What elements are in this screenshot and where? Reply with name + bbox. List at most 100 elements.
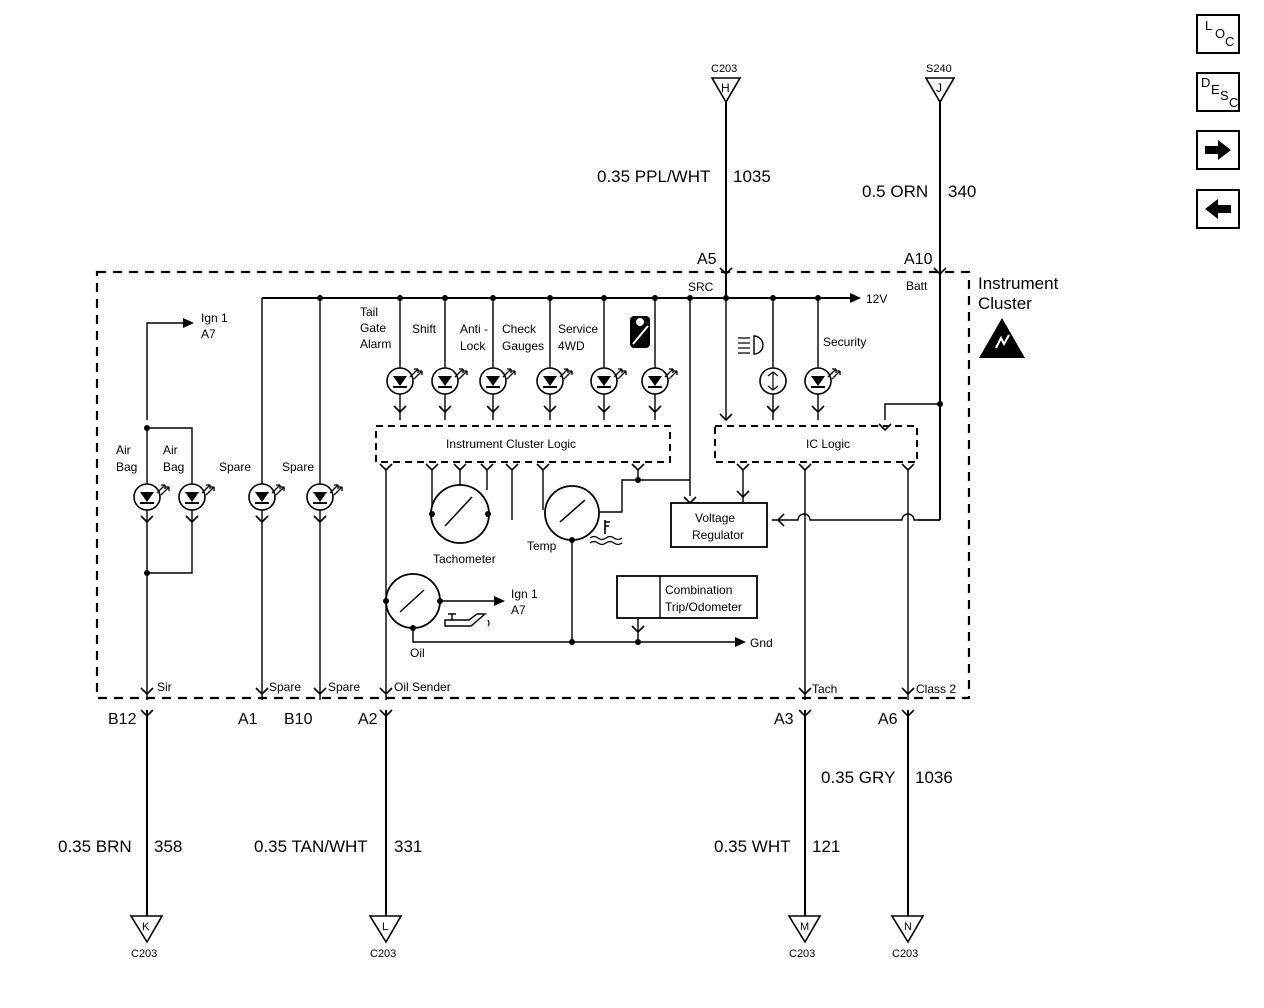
connector-c203-m: M C203 [787, 915, 822, 960]
seatbelt-lamp [641, 298, 678, 420]
pin-b10: B10 [284, 711, 313, 728]
wire-331-color: 0.35 TAN/WHT [254, 837, 368, 856]
coolant-temp-icon [589, 520, 623, 546]
wire-358-color: 0.35 BRN [58, 837, 132, 856]
svg-text:C203: C203 [131, 948, 157, 960]
wire-1036-circuit: 1036 [915, 768, 953, 787]
svg-text:M: M [800, 921, 809, 933]
svg-text:C203: C203 [370, 948, 396, 960]
svg-text:C203: C203 [892, 948, 918, 960]
ign1-oil-l1: Ign 1 [511, 587, 538, 601]
label-tailgate-1: Tail [360, 305, 378, 319]
label-service-2: 4WD [558, 339, 585, 353]
src-label: SRC [688, 280, 714, 294]
desc-button[interactable]: D E S C [1196, 72, 1240, 112]
label-airbag2-2: Bag [163, 460, 184, 474]
wire-340-circuit: 340 [948, 182, 976, 201]
label-airbag1-1: Air [116, 443, 131, 457]
label-check-2: Gauges [502, 339, 544, 353]
airbag-lamp-2 [147, 483, 215, 574]
label-tach: Tach [812, 682, 837, 696]
ic-logic-label: IC Logic [806, 437, 850, 451]
label-voltage-regulator-1: Voltage [695, 511, 735, 525]
check-gauges-lamp [536, 298, 573, 420]
wire-1035-color: 0.35 PPL/WHT [597, 167, 710, 186]
ic-logic-box [714, 425, 918, 463]
combination-trip-odometer-box [616, 575, 758, 619]
cluster-title-line2: Cluster [978, 294, 1032, 313]
wire-1036-color: 0.35 GRY [821, 768, 895, 787]
pin-a5: A5 [697, 251, 717, 268]
label-tailgate-2: Gate [360, 321, 386, 335]
spare-lamp-2 [306, 298, 343, 700]
label-check-1: Check [502, 322, 537, 336]
svg-text:C203: C203 [789, 948, 815, 960]
label-gnd: Gnd [750, 636, 773, 650]
pin-a1: A1 [238, 711, 258, 728]
label-service-1: Service [558, 322, 598, 336]
wiring-diagram: Instrument Cluster C203 H 0.35 PPL/WHT 1… [58, 63, 1059, 960]
loc-button[interactable]: L O C [1196, 14, 1240, 54]
loc-letter-c: C [1225, 34, 1235, 49]
wire-121-circuit: 121 [812, 837, 840, 856]
oil-gauge [379, 463, 746, 700]
batt-label: Batt [906, 279, 928, 293]
headlamp-indicator [759, 298, 787, 420]
label-antilock-1: Anti - [460, 322, 488, 336]
label-oil: Oil [410, 646, 425, 660]
prev-page-button[interactable] [1196, 189, 1240, 229]
label-oil-sender: Oil Sender [394, 680, 451, 694]
shift-lamp [431, 298, 468, 420]
desc-letter-c: C [1229, 95, 1239, 110]
label-airbag2-1: Air [163, 443, 178, 457]
spare-lamp-1 [248, 298, 285, 700]
security-lamp [804, 298, 841, 420]
wire-1035-circuit: 1035 [733, 167, 771, 186]
label-temp: Temp [527, 539, 557, 553]
pin-a3: A3 [774, 711, 794, 728]
connector-s240-j-pin: J [936, 81, 942, 95]
svg-text:N: N [904, 921, 912, 933]
wire-358-circuit: 358 [154, 837, 182, 856]
headlamp-icon [738, 335, 764, 355]
tachometer-gauge [425, 463, 519, 544]
svg-text:K: K [142, 921, 150, 933]
cluster-title-line1: Instrument [978, 274, 1059, 293]
voltage-regulator-box [670, 502, 768, 548]
loc-letter-l: L [1205, 18, 1213, 33]
wire-340-color: 0.5 ORN [862, 182, 928, 201]
label-spare-pin-1: Spare [269, 680, 301, 694]
label-combination-1: Combination [665, 583, 732, 597]
instrument-cluster-logic-label: Instrument Cluster Logic [446, 437, 576, 451]
svg-text:L: L [382, 921, 388, 933]
seatbelt-icon [630, 316, 650, 348]
label-spare-1: Spare [219, 460, 251, 474]
connector-s240-label: S240 [926, 63, 952, 75]
label-airbag1-2: Bag [116, 460, 137, 474]
label-tailgate-3: Alarm [360, 337, 391, 351]
label-class2: Class 2 [916, 682, 956, 696]
temp-gauge [536, 463, 645, 642]
antilock-lamp [479, 298, 516, 420]
label-spare-pin-2: Spare [328, 680, 360, 694]
desc-letter-s: S [1220, 88, 1229, 103]
label-security: Security [823, 335, 866, 349]
desc-letter-d: D [1201, 75, 1211, 90]
wire-331-circuit: 331 [394, 837, 422, 856]
connector-c203-n: N C203 [890, 915, 925, 960]
instrument-cluster-logic-box [375, 425, 671, 463]
pin-a2: A2 [358, 711, 378, 728]
connector-c203-h-pin: H [721, 81, 730, 95]
label-antilock-2: Lock [460, 339, 486, 353]
label-shift: Shift [412, 322, 437, 336]
connector-c203-top-label: C203 [711, 63, 737, 75]
loc-letter-o: O [1215, 26, 1226, 41]
pin-a10: A10 [904, 251, 933, 268]
connector-s240-j-triangle [924, 77, 956, 104]
connector-c203-h-triangle [710, 77, 742, 104]
connector-c203-l: L C203 [368, 915, 403, 960]
label-voltage-regulator-2: Regulator [692, 528, 744, 542]
next-page-button[interactable] [1196, 130, 1240, 170]
service-4wd-lamp [590, 298, 627, 420]
ign1-top-l1: Ign 1 [201, 311, 228, 325]
